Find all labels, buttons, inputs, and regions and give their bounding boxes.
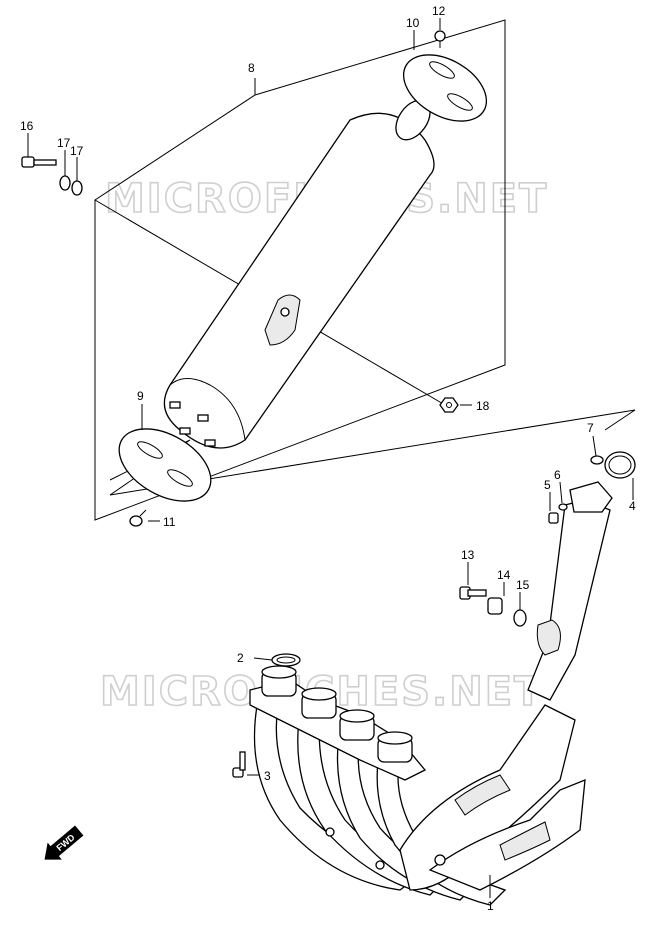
part-label-12: 12 [432,4,446,18]
part-label-14: 14 [497,568,511,582]
muffler-assembly-frame [94,19,506,521]
washer-15 [513,609,527,627]
part-label-3: 3 [264,769,271,783]
stud-4 [204,439,216,447]
bracket-clamp [536,619,561,656]
part-label-7: 7 [587,421,594,435]
part-label-5: 5 [544,478,551,492]
part-label-17b: 17 [70,144,84,158]
gasket-7 [590,455,604,465]
collar-14 [487,597,503,615]
washer-17a [59,175,71,191]
part-label-1: 1 [487,899,494,913]
exhaust-port-3 [339,709,375,741]
screw-11 [129,509,147,527]
part-label-15: 15 [516,578,530,592]
part-label-8: 8 [248,61,255,75]
bolt-3 [232,751,246,778]
stud-1 [169,401,181,409]
part-label-10: 10 [406,16,420,30]
washer-17b [71,180,83,196]
end-cap-rear [402,54,488,122]
screw-12 [434,30,446,48]
part-label-18: 18 [476,399,490,413]
muffler [163,99,435,449]
washer-6 [558,503,568,511]
forward-direction-arrow: FWD [44,825,84,860]
exhaust-port-4 [377,731,413,763]
part-label-13: 13 [461,548,475,562]
part-label-16: 16 [20,119,34,133]
exhaust-port-1 [261,665,297,697]
end-cap-front [118,401,216,502]
part-label-9: 9 [137,389,144,403]
stud-3 [179,427,191,435]
part-label-6: 6 [554,468,561,482]
part-label-17a: 17 [57,136,71,150]
bolt-13 [459,586,487,600]
part-label-4: 4 [629,499,636,513]
exhaust-port-2 [301,687,337,719]
bolt-5 [548,512,559,524]
bolt-16 [21,156,57,168]
leader-line-assembly [109,409,636,496]
stud-2 [197,414,209,422]
gasket-2 [271,653,301,667]
part-label-2: 2 [237,651,244,665]
part-label-11: 11 [163,515,176,529]
exhaust-header [249,451,636,906]
nut-18 [439,397,459,413]
